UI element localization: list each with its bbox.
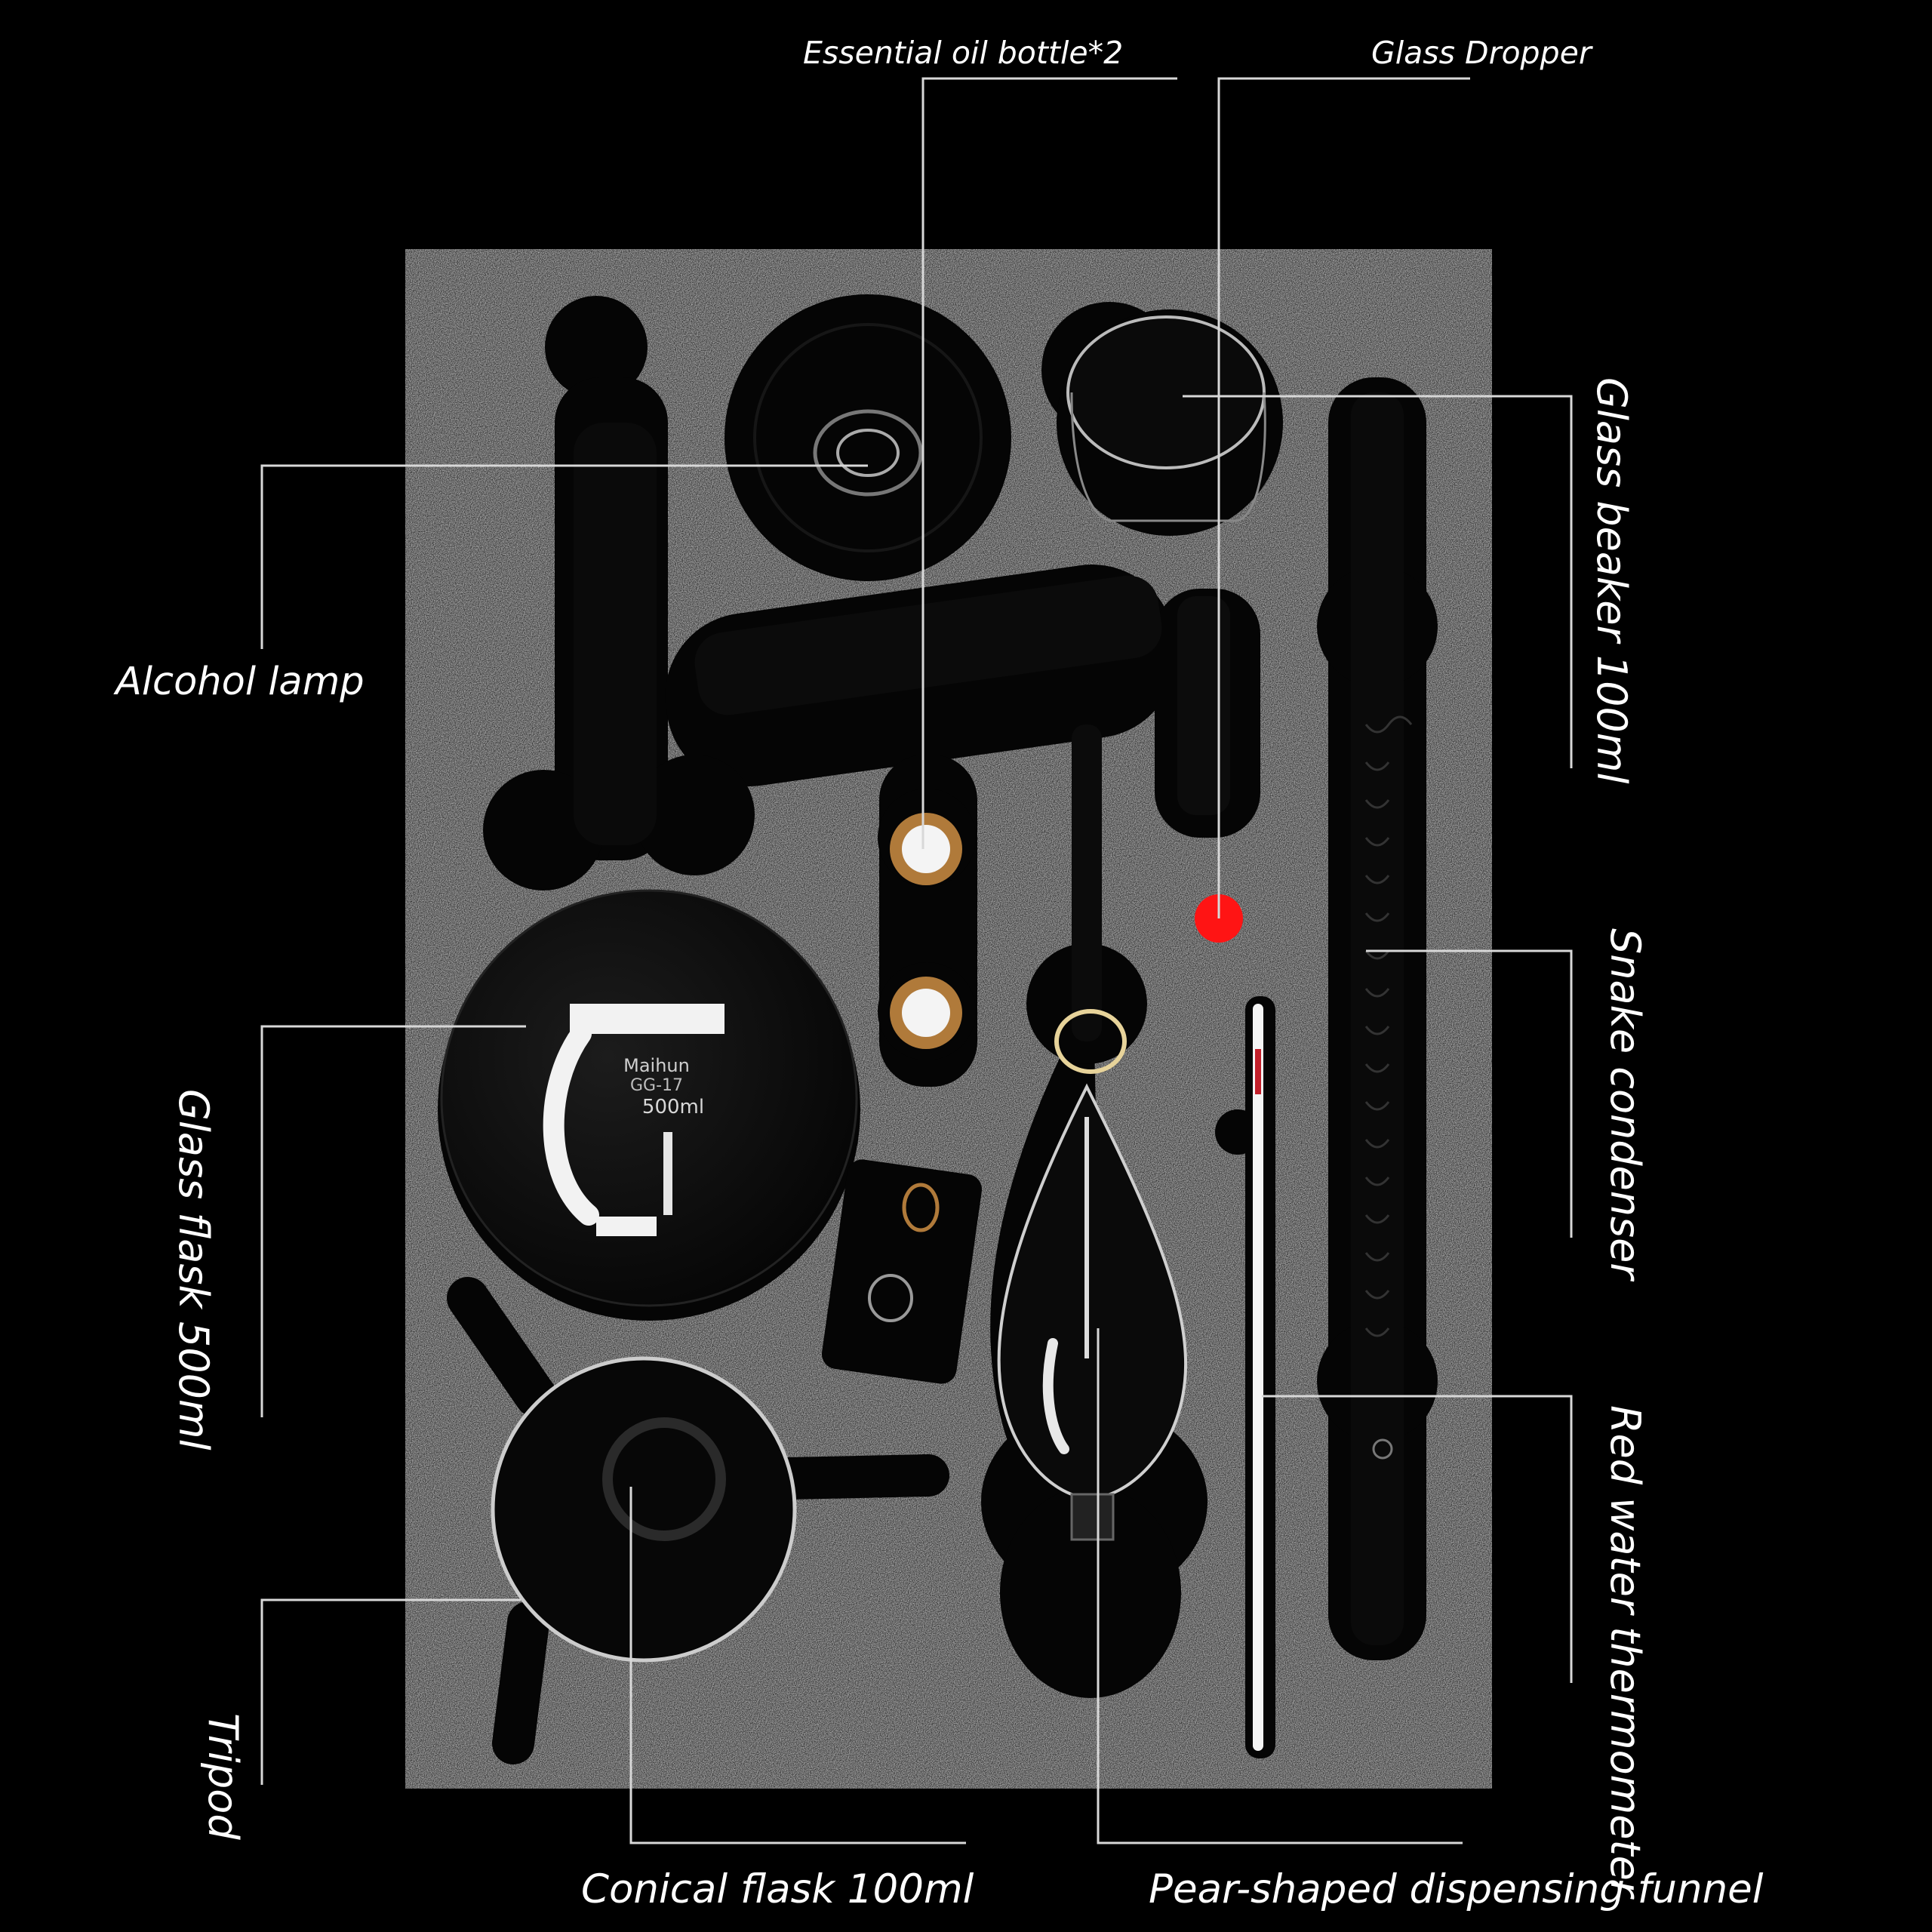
label-snake-condenser: Snake condenser (1601, 928, 1649, 1280)
distillation-head (574, 423, 1230, 845)
glass-beaker-item (1066, 315, 1266, 522)
label-essential-oil-bottle: Essential oil bottle*2 (803, 35, 1124, 71)
round-flask: Maihun GG-17 500ml (440, 889, 858, 1307)
label-tripod: Tripod (199, 1713, 247, 1840)
label-glass-flask: Glass flask 500ml (170, 1089, 217, 1451)
tripod-item (447, 1277, 949, 1764)
red-water-thermometer-item (1253, 1004, 1263, 1751)
label-glass-beaker: Glass beaker 100ml (1588, 377, 1635, 784)
pear-funnel-item (997, 724, 1187, 1541)
flask-model-text: GG-17 (630, 1076, 683, 1095)
label-glass-dropper: Glass Dropper (1371, 35, 1592, 71)
leader-lines (260, 77, 1573, 1844)
conical-flask-item (753, 323, 983, 552)
label-conical-flask: Conical flask 100ml (581, 1866, 974, 1912)
essential-oil-bottles (890, 813, 962, 1049)
flask-volume-text: 500ml (642, 1096, 704, 1118)
label-alcohol-lamp: Alcohol lamp (115, 660, 365, 704)
snake-condenser-item (1351, 392, 1413, 1645)
label-red-water-thermometer: Red water thermometer (1601, 1405, 1649, 1898)
small-glass-piece (868, 1183, 940, 1322)
flask-brand-text: Maihun (623, 1055, 690, 1076)
label-pear-funnel: Pear-shaped dispensing funnel (1149, 1866, 1764, 1912)
